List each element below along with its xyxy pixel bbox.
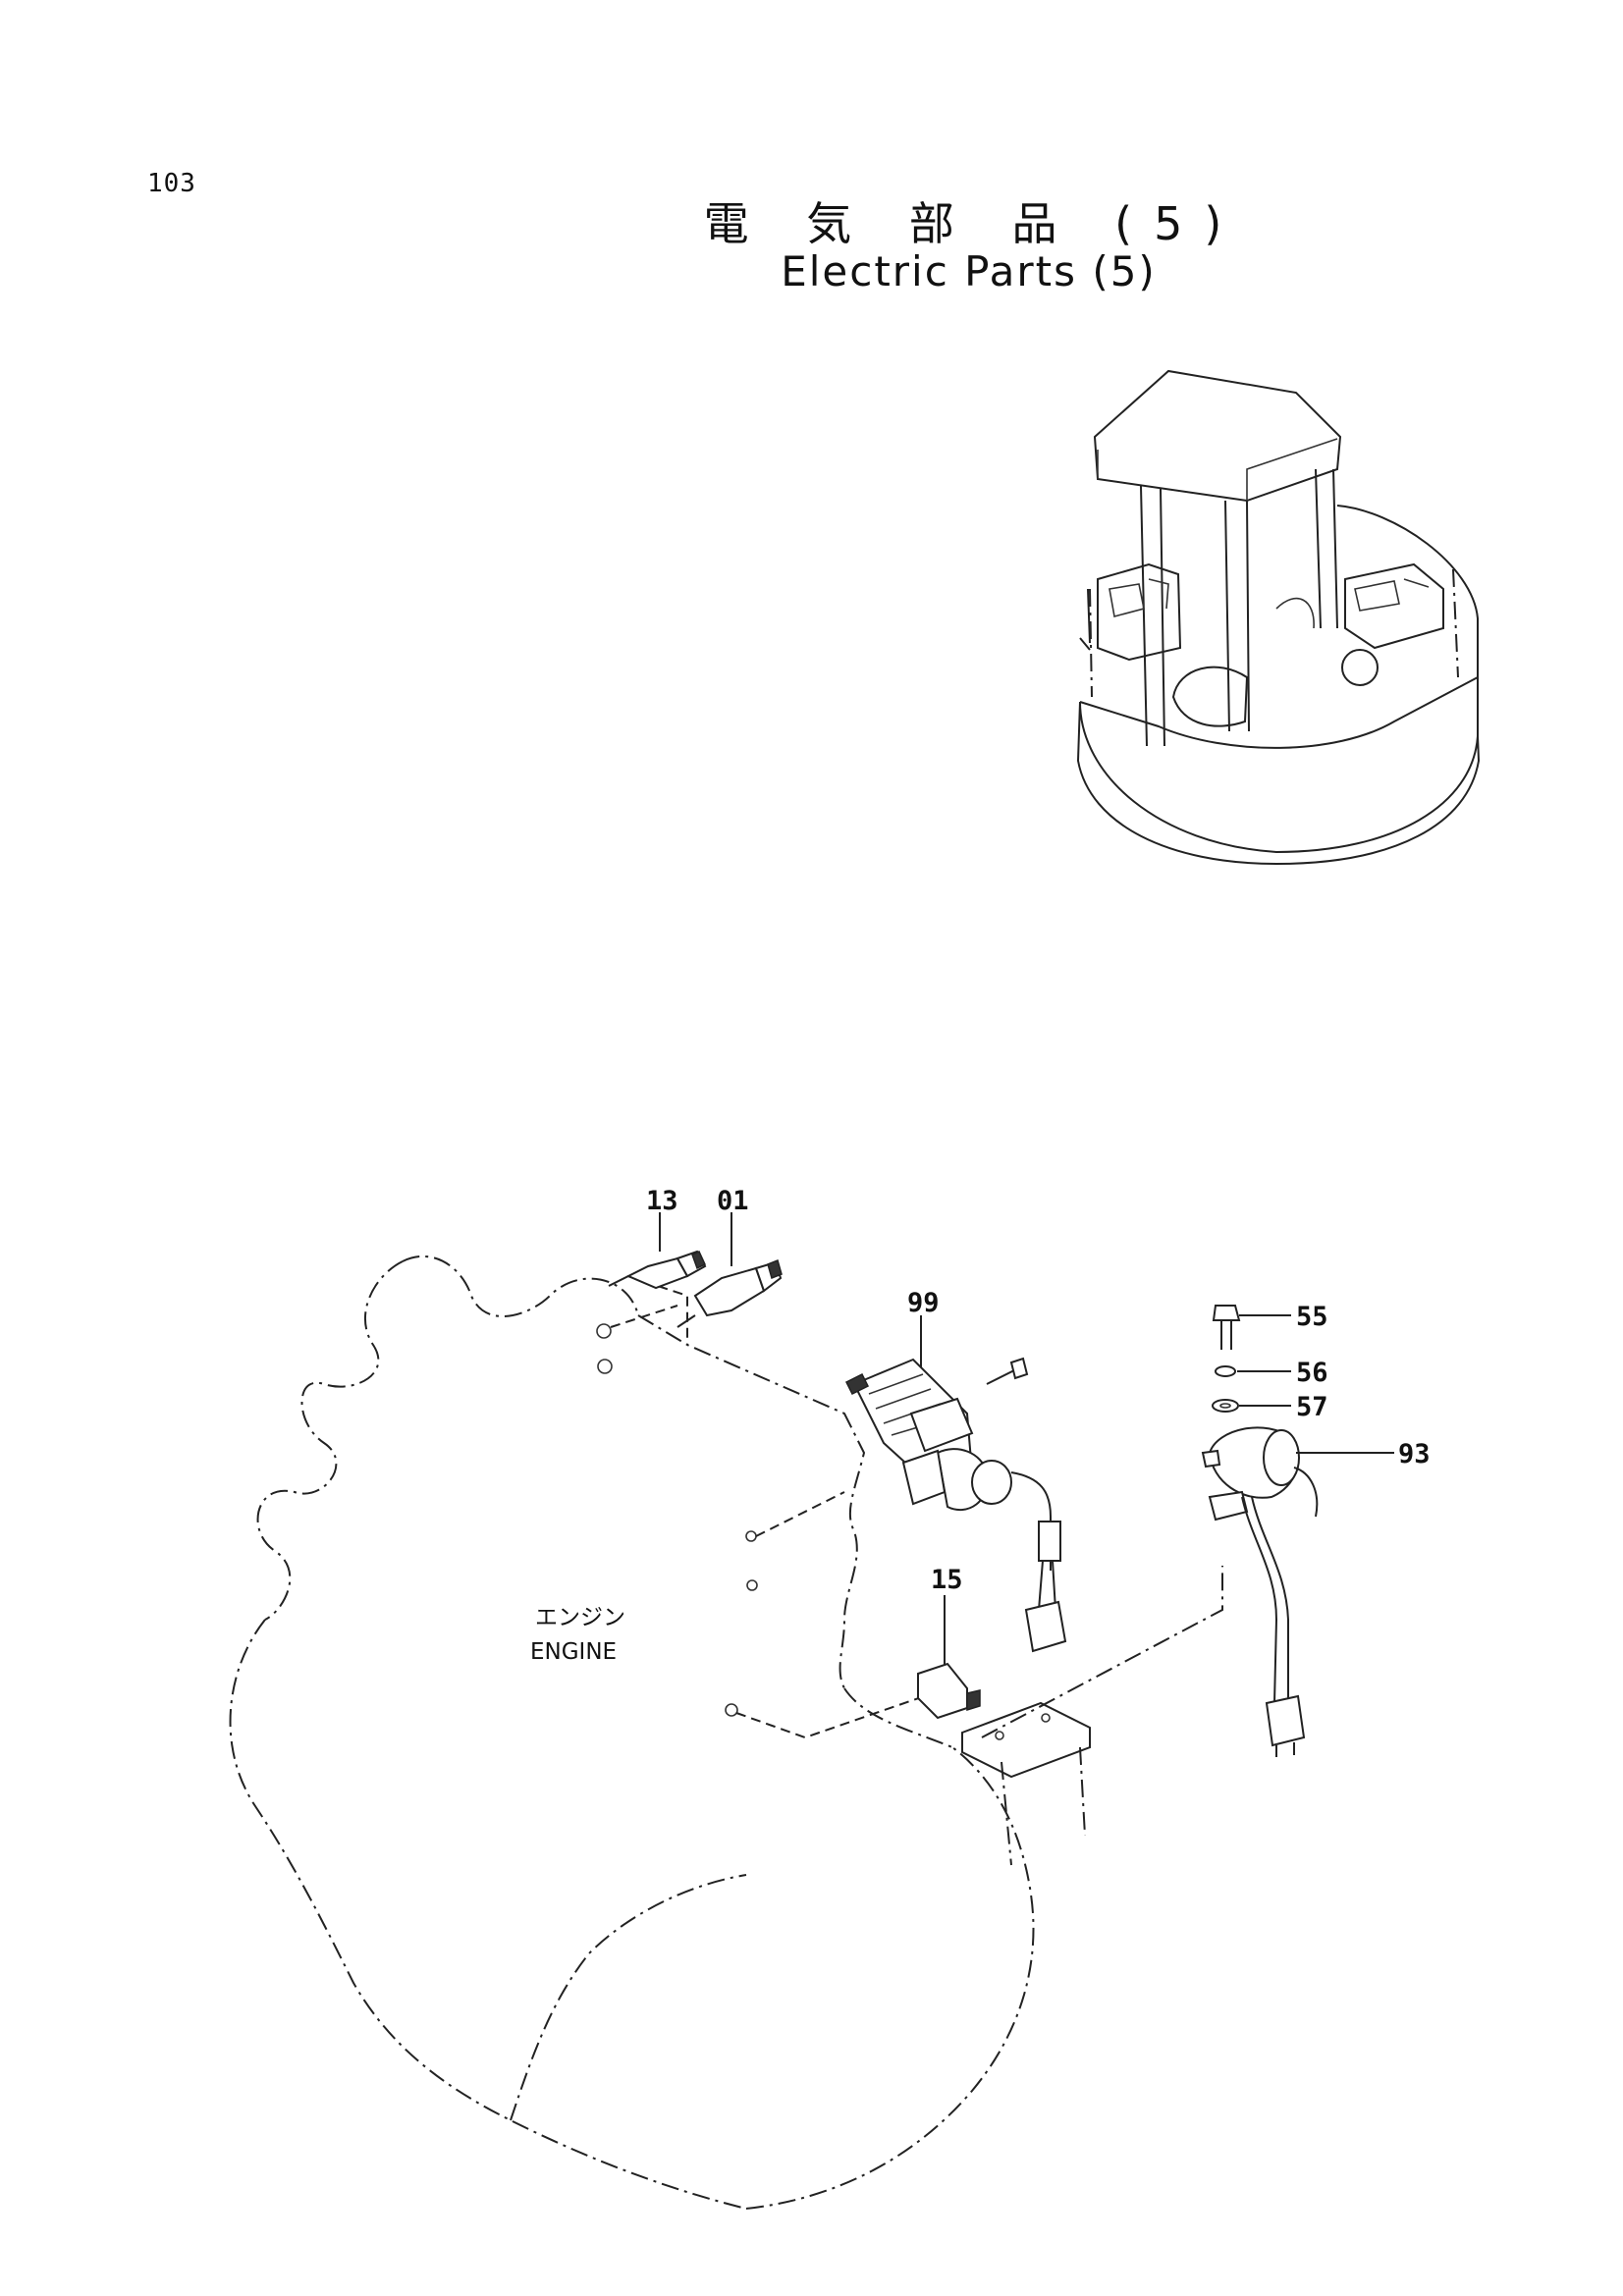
parts-55-56-57-fasteners	[1212, 1305, 1291, 1413]
engine-label-english: ENGINE	[530, 1639, 617, 1665]
title-english: Electric Parts (5)	[781, 247, 1157, 295]
engine-label-japanese: エンジン	[535, 1605, 625, 1630]
callout-01: 01	[717, 1186, 749, 1216]
callout-93: 93	[1398, 1439, 1431, 1469]
engine-outline	[229, 1255, 1223, 2210]
callout-99: 99	[907, 1288, 940, 1318]
machine-overview-illustration	[1076, 369, 1481, 865]
callout-labels: 13 01 99 55 56 57 93 15	[646, 1186, 1431, 1595]
callout-15: 15	[931, 1565, 963, 1595]
callout-13: 13	[646, 1186, 678, 1216]
part-01-switch	[676, 1212, 783, 1328]
page-number: 103	[147, 169, 196, 198]
title-japanese: 電 気 部 品 (5)	[703, 197, 1244, 250]
callout-56: 56	[1296, 1358, 1328, 1388]
callout-55: 55	[1296, 1302, 1328, 1332]
part-93-pump	[1201, 1426, 1394, 1757]
part-99-solenoid	[844, 1315, 1067, 1653]
callout-57: 57	[1296, 1392, 1328, 1422]
part-15-switch	[917, 1595, 981, 1720]
part-13-sensor	[608, 1212, 707, 1290]
